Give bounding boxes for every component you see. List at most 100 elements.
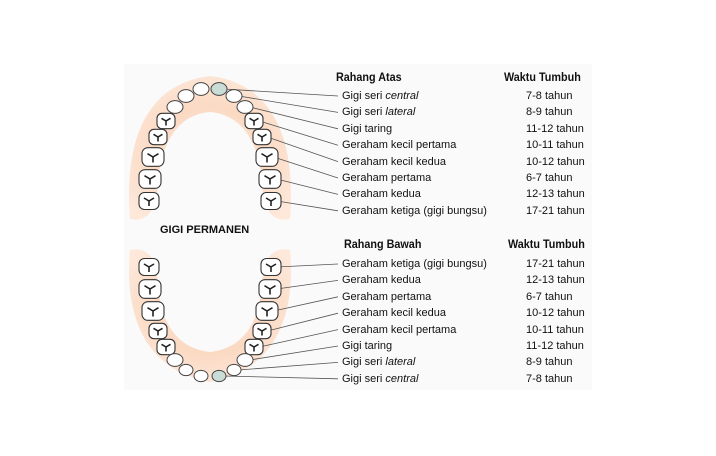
upper-leader-line bbox=[238, 95, 339, 113]
lower-right-tooth bbox=[252, 322, 272, 340]
tooth-name-text: Geraham ketiga (gigi bungsu) bbox=[342, 204, 487, 217]
upper-left-tooth bbox=[156, 112, 176, 130]
upper-left-tooth bbox=[177, 89, 195, 103]
lower-left-tooth bbox=[178, 363, 194, 377]
upper-tooth-name: Geraham kedua bbox=[342, 187, 421, 201]
tooth-name-emphasis: central bbox=[385, 372, 419, 385]
upper-eruption-age: 7-8 tahun bbox=[526, 90, 573, 102]
lower-tooth-name: Gigi taring bbox=[342, 339, 392, 353]
upper-eruption-age: 10-11 tahun bbox=[526, 139, 584, 152]
upper-tooth-name: Gigi taring bbox=[342, 122, 392, 136]
lower-teeth bbox=[138, 257, 282, 383]
upper-tooth-name: Geraham ketiga (gigi bungsu) bbox=[342, 204, 487, 218]
upper-leader-line bbox=[276, 200, 339, 212]
lower-left-tooth bbox=[138, 257, 160, 277]
upper-tooth-name: Geraham kecil pertama bbox=[342, 138, 456, 152]
upper-teeth bbox=[138, 82, 282, 211]
tooth-name-text: Geraham kecil pertama bbox=[342, 323, 457, 336]
upper-left-tooth bbox=[138, 169, 162, 189]
tooth-name-text: Geraham kecil kedua bbox=[342, 307, 446, 320]
tooth-name-emphasis: lateral bbox=[385, 106, 416, 119]
upper-eruption-age: 10-12 tahun bbox=[526, 155, 585, 168]
upper-tooth-name: Gigi seri lateral bbox=[342, 105, 415, 119]
lower-eruption-age: 17-21 tahun bbox=[526, 258, 585, 270]
lower-leader-line bbox=[249, 345, 339, 361]
lower-leader-line bbox=[276, 263, 339, 268]
tooth-name-text: Gigi seri bbox=[342, 372, 386, 385]
lower-left-tooth bbox=[148, 322, 168, 340]
upper-leader-line bbox=[267, 136, 339, 162]
lower-leader-lines bbox=[223, 263, 339, 380]
upper-right-tooth bbox=[260, 191, 282, 211]
lower-left-tooth bbox=[141, 301, 165, 321]
upper-right-tooth bbox=[236, 100, 254, 114]
lower-eruption-age: 8-9 tahun bbox=[526, 356, 573, 369]
upper-eruption-age: 12-13 tahun bbox=[526, 188, 585, 201]
tooth-name-text: Geraham kecil kedua bbox=[342, 155, 446, 168]
upper-left-tooth bbox=[166, 100, 184, 114]
lower-leader-line bbox=[259, 329, 339, 348]
lower-eruption-age: 11-12 tahun bbox=[526, 340, 584, 352]
upper-left-tooth bbox=[148, 128, 168, 146]
upper-right-tooth bbox=[255, 147, 279, 167]
lower-eruption-age: 6-7 tahun bbox=[526, 290, 573, 303]
tooth-name-text: Geraham kecil pertama bbox=[342, 139, 457, 152]
upper-left-tooth bbox=[192, 82, 210, 96]
tooth-name-text: Gigi seri bbox=[342, 90, 386, 102]
lower-left-tooth bbox=[138, 279, 162, 299]
lower-tooth-name: Geraham pertama bbox=[342, 290, 431, 304]
upper-eruption-age: 17-21 tahun bbox=[526, 204, 585, 217]
lower-eruption-age: 7-8 tahun bbox=[526, 372, 573, 385]
upper-leader-line bbox=[273, 156, 339, 179]
upper-time-header: Waktu Tumbuh bbox=[504, 70, 581, 84]
tooth-name-emphasis: central bbox=[385, 90, 419, 102]
tooth-name-text: Geraham pertama bbox=[342, 290, 432, 303]
lower-tooth-name: Gigi seri central bbox=[342, 372, 418, 386]
lower-left-tooth bbox=[156, 338, 176, 356]
upper-right-tooth bbox=[252, 128, 272, 146]
lower-leader-line bbox=[276, 280, 339, 290]
diagram-label: GIGI PERMANEN bbox=[160, 224, 250, 236]
lower-jaw-title: Rahang Bawah bbox=[344, 237, 422, 251]
lower-right-tooth bbox=[211, 369, 227, 383]
upper-jaw-title: Rahang Atas bbox=[336, 70, 402, 84]
lower-leader-line bbox=[238, 362, 339, 371]
lower-left-tooth bbox=[193, 369, 209, 383]
tooth-name-text: Geraham kedua bbox=[342, 274, 421, 287]
lower-right-tooth bbox=[255, 301, 279, 321]
lower-leader-line bbox=[273, 296, 339, 312]
dental-figure: GIGI PERMANEN Rahang Atas Waktu Tumbuh G… bbox=[124, 64, 592, 390]
lower-tooth-name: Geraham kecil pertama bbox=[342, 323, 456, 337]
lower-left-tooth bbox=[166, 353, 184, 367]
lower-tooth-name: Geraham ketiga (gigi bungsu) bbox=[342, 257, 487, 271]
upper-tooth-name: Gigi seri central bbox=[342, 89, 418, 103]
lower-tooth-name: Geraham kecil kedua bbox=[342, 306, 446, 320]
upper-leader-line bbox=[223, 88, 339, 97]
upper-tooth-name: Geraham kecil kedua bbox=[342, 155, 446, 169]
upper-right-tooth bbox=[210, 82, 228, 96]
upper-tooth-name: Geraham pertama bbox=[342, 171, 431, 185]
lower-right-tooth bbox=[260, 257, 282, 277]
upper-right-tooth bbox=[258, 169, 282, 189]
upper-leader-lines bbox=[223, 88, 339, 212]
teeth-diagram bbox=[128, 76, 339, 383]
lower-leader-line bbox=[223, 375, 339, 380]
lower-right-tooth bbox=[244, 338, 264, 356]
lower-eruption-age: 10-11 tahun bbox=[526, 323, 584, 336]
upper-right-tooth bbox=[225, 89, 243, 103]
upper-left-tooth bbox=[141, 147, 165, 167]
lower-time-header: Waktu Tumbuh bbox=[508, 237, 585, 251]
lower-tooth-name: Geraham kedua bbox=[342, 273, 421, 287]
tooth-name-text: Gigi taring bbox=[342, 122, 393, 135]
tooth-name-text: Geraham ketiga (gigi bungsu) bbox=[342, 258, 487, 270]
tooth-name-text: Gigi seri bbox=[342, 356, 386, 369]
upper-eruption-age: 11-12 tahun bbox=[526, 122, 584, 135]
tooth-name-text: Gigi seri bbox=[342, 106, 386, 119]
lower-leader-line bbox=[267, 312, 339, 332]
tooth-name-emphasis: lateral bbox=[385, 356, 416, 369]
lower-tooth-name: Gigi seri lateral bbox=[342, 355, 415, 369]
lower-right-tooth bbox=[226, 363, 242, 377]
upper-eruption-age: 8-9 tahun bbox=[526, 106, 573, 119]
lower-eruption-age: 10-12 tahun bbox=[526, 307, 585, 320]
upper-leader-line bbox=[259, 120, 339, 146]
